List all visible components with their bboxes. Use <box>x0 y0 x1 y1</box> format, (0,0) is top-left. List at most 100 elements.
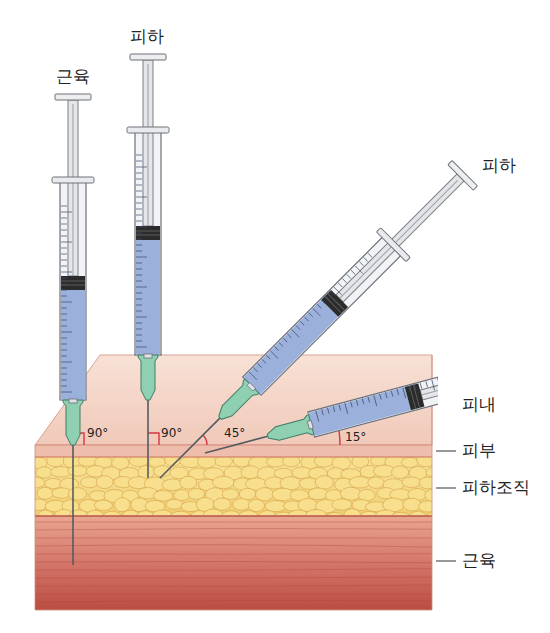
graduation-tick <box>333 406 335 412</box>
muscle-fiber <box>35 528 432 530</box>
graduation-tick <box>253 368 257 372</box>
fat-cell <box>69 510 87 516</box>
graduation-tick <box>136 335 142 336</box>
syringe <box>200 335 438 473</box>
graduation-tick <box>374 395 377 406</box>
graduation-tick <box>351 270 355 274</box>
leader-line <box>436 488 456 489</box>
graduation-tick <box>61 320 67 321</box>
needle-hub <box>265 415 314 446</box>
fat-cell <box>417 456 432 467</box>
skin-layer <box>35 445 432 457</box>
barrel-nozzle <box>247 383 255 391</box>
graduation-tick <box>313 308 321 316</box>
graduation-tick <box>61 386 67 387</box>
graduation-tick <box>136 323 142 324</box>
graduation-tick <box>339 405 341 411</box>
graduation-tick <box>345 403 348 414</box>
fat-cell <box>233 499 251 511</box>
syringe-label-text: 피하 <box>130 26 164 46</box>
fat-cell <box>114 498 130 512</box>
fat-cell <box>38 510 54 516</box>
muscle-layer <box>35 515 432 610</box>
fat-cell <box>152 510 173 516</box>
muscle-fiber <box>35 577 432 579</box>
barrel-nozzle <box>144 354 152 358</box>
fat-cell <box>215 456 233 467</box>
fat-cell <box>332 499 352 510</box>
graduation-tick <box>61 278 67 279</box>
plunger-thumb <box>448 161 478 191</box>
graduation-tick <box>438 378 439 384</box>
fat-cell <box>368 477 384 488</box>
block-outline <box>35 355 432 610</box>
graduation-tick <box>432 380 435 391</box>
graduation-tick <box>368 253 372 257</box>
graduation-tick <box>364 257 368 261</box>
fat-cell <box>35 477 45 488</box>
fat-cell <box>174 490 190 501</box>
fat-cell <box>37 487 53 499</box>
layer-label: 근육 <box>462 551 496 571</box>
fat-cell <box>340 487 361 500</box>
graduation-tick <box>266 355 270 359</box>
syringe-clipped <box>200 335 438 473</box>
graduation-tick <box>338 283 342 287</box>
barrel-nozzle <box>69 399 77 403</box>
liquid <box>308 387 411 436</box>
graduation-tick <box>61 362 72 363</box>
muscle-fiber <box>35 585 432 586</box>
graduation-tick <box>136 263 142 264</box>
stopper <box>321 290 348 317</box>
graduation-tick <box>136 173 142 174</box>
needle <box>147 400 149 478</box>
muscle-fiber <box>35 553 432 555</box>
fat-cell <box>280 477 301 490</box>
graduation-tick <box>61 374 67 375</box>
leader-lines <box>436 451 456 561</box>
stopper-band <box>136 235 160 236</box>
graduation-tick <box>136 287 147 288</box>
graduation-tick <box>136 215 142 216</box>
graduation-tick <box>287 334 291 338</box>
graduation-tick <box>136 221 142 222</box>
graduation-tick <box>403 388 406 399</box>
leader-line <box>436 561 456 562</box>
graduation-tick <box>136 347 147 348</box>
graduation-tick <box>136 341 142 342</box>
graduation-tick <box>136 179 142 180</box>
graduation-tick <box>136 317 147 318</box>
graduation-tick <box>61 284 67 285</box>
fat-cell <box>203 509 223 516</box>
layer-label-text: 피하조직 <box>462 477 530 497</box>
layer-label-text: 근육 <box>462 550 496 570</box>
stopper <box>136 226 160 240</box>
fat-cell <box>94 500 112 510</box>
fat-cell <box>419 477 432 489</box>
graduation-tick <box>270 351 278 359</box>
plunger-rod <box>143 60 153 226</box>
fat-cell <box>36 467 52 478</box>
fat-cell <box>166 499 183 509</box>
stopper <box>405 383 425 410</box>
fat-cell <box>239 488 256 499</box>
graduation-tick <box>351 402 353 408</box>
syringe-label-text: 근육 <box>56 66 90 86</box>
graduation-tick <box>426 381 428 387</box>
graduation-tick <box>391 391 393 397</box>
graduation-tick <box>136 209 142 210</box>
syringe-label: 피하 <box>130 27 164 47</box>
angle-label: 90° <box>161 427 182 441</box>
graduation-tick <box>61 392 72 393</box>
layer-label: 피부 <box>462 441 496 461</box>
graduation-tick <box>279 342 283 346</box>
graduation-tick <box>362 398 364 404</box>
graduations <box>249 253 376 380</box>
graduation-tick <box>61 224 67 225</box>
muscle-fiber <box>35 561 432 562</box>
graduations <box>61 206 72 392</box>
plunger-rod <box>68 100 78 276</box>
angle-label-text: 15° <box>345 430 366 444</box>
angle-label-text: 45° <box>224 426 245 440</box>
